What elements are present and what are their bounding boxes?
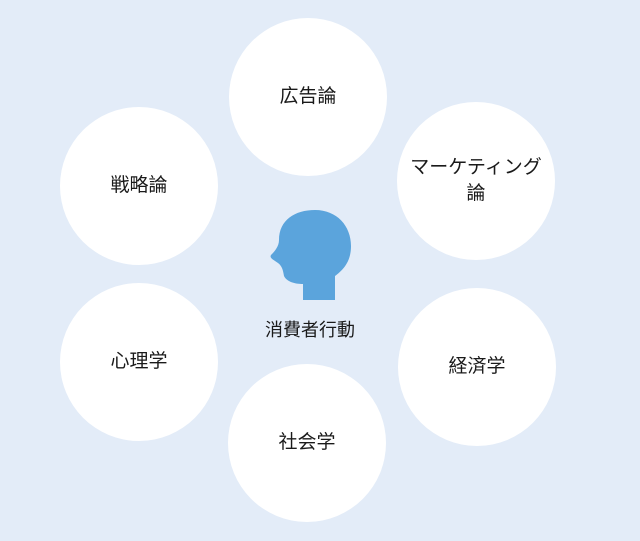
field-bubble-strategy: 戦略論 xyxy=(60,107,218,265)
field-label-sociology: 社会学 xyxy=(278,431,336,454)
person-head-icon xyxy=(270,210,351,300)
field-bubble-sociology: 社会学 xyxy=(228,364,386,522)
field-label-economics: 経済学 xyxy=(448,355,506,378)
field-label-strategy: 戦略論 xyxy=(110,174,168,197)
person-head-icon-shape xyxy=(270,210,351,300)
field-label-advertising: 広告論 xyxy=(279,85,337,108)
field-bubble-economics: 経済学 xyxy=(398,288,556,446)
field-label-psychology: 心理学 xyxy=(110,350,168,373)
center-label: 消費者行動 xyxy=(265,320,355,341)
field-bubble-marketing: マーケティング 論 xyxy=(397,102,555,260)
field-label-marketing: マーケティング 論 xyxy=(410,156,542,204)
field-bubble-psychology: 心理学 xyxy=(60,283,218,441)
field-bubble-advertising: 広告論 xyxy=(229,18,387,176)
